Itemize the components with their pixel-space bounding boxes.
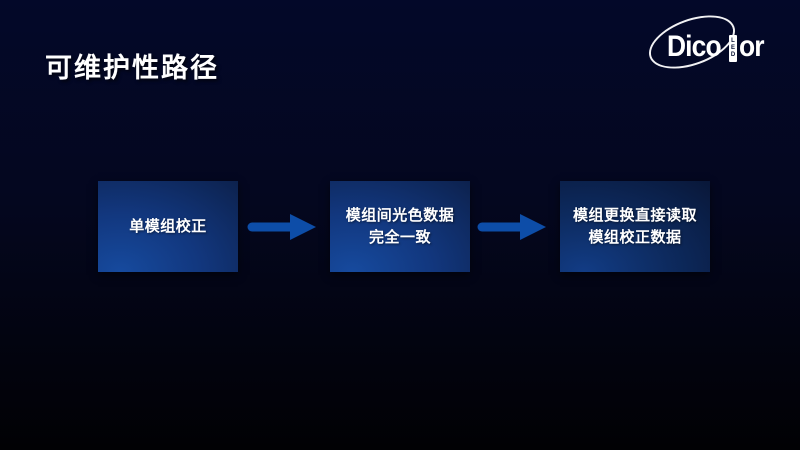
- flow-step-read-calibration-data: 模组更换直接读取 模组校正数据: [560, 181, 710, 272]
- step-label: 单模组校正: [129, 217, 207, 235]
- step-label: 模组间光色数据: [345, 206, 455, 224]
- flow-step-consistent-color-data: 模组间光色数据 完全一致: [330, 181, 470, 272]
- logo-led-letter: D: [730, 52, 736, 58]
- logo-led-letter: L: [731, 38, 735, 44]
- right-arrow-icon: [247, 214, 316, 240]
- step-label: 模组校正数据: [588, 228, 682, 246]
- step-label: 模组更换直接读取: [572, 206, 697, 224]
- logo-text-left: Dico: [666, 30, 722, 63]
- flow-step-single-module-calibration: 单模组校正: [98, 181, 238, 272]
- logo-led-bar: L E D: [729, 35, 737, 62]
- logo-led-letter: E: [730, 45, 735, 51]
- logo-text-right: or: [739, 30, 765, 63]
- page-title: 可维护性路径: [45, 53, 219, 83]
- dicolor-logo: Dico L E D or: [641, 4, 767, 80]
- right-arrow-icon: [477, 214, 546, 240]
- step-label: 完全一致: [368, 228, 431, 246]
